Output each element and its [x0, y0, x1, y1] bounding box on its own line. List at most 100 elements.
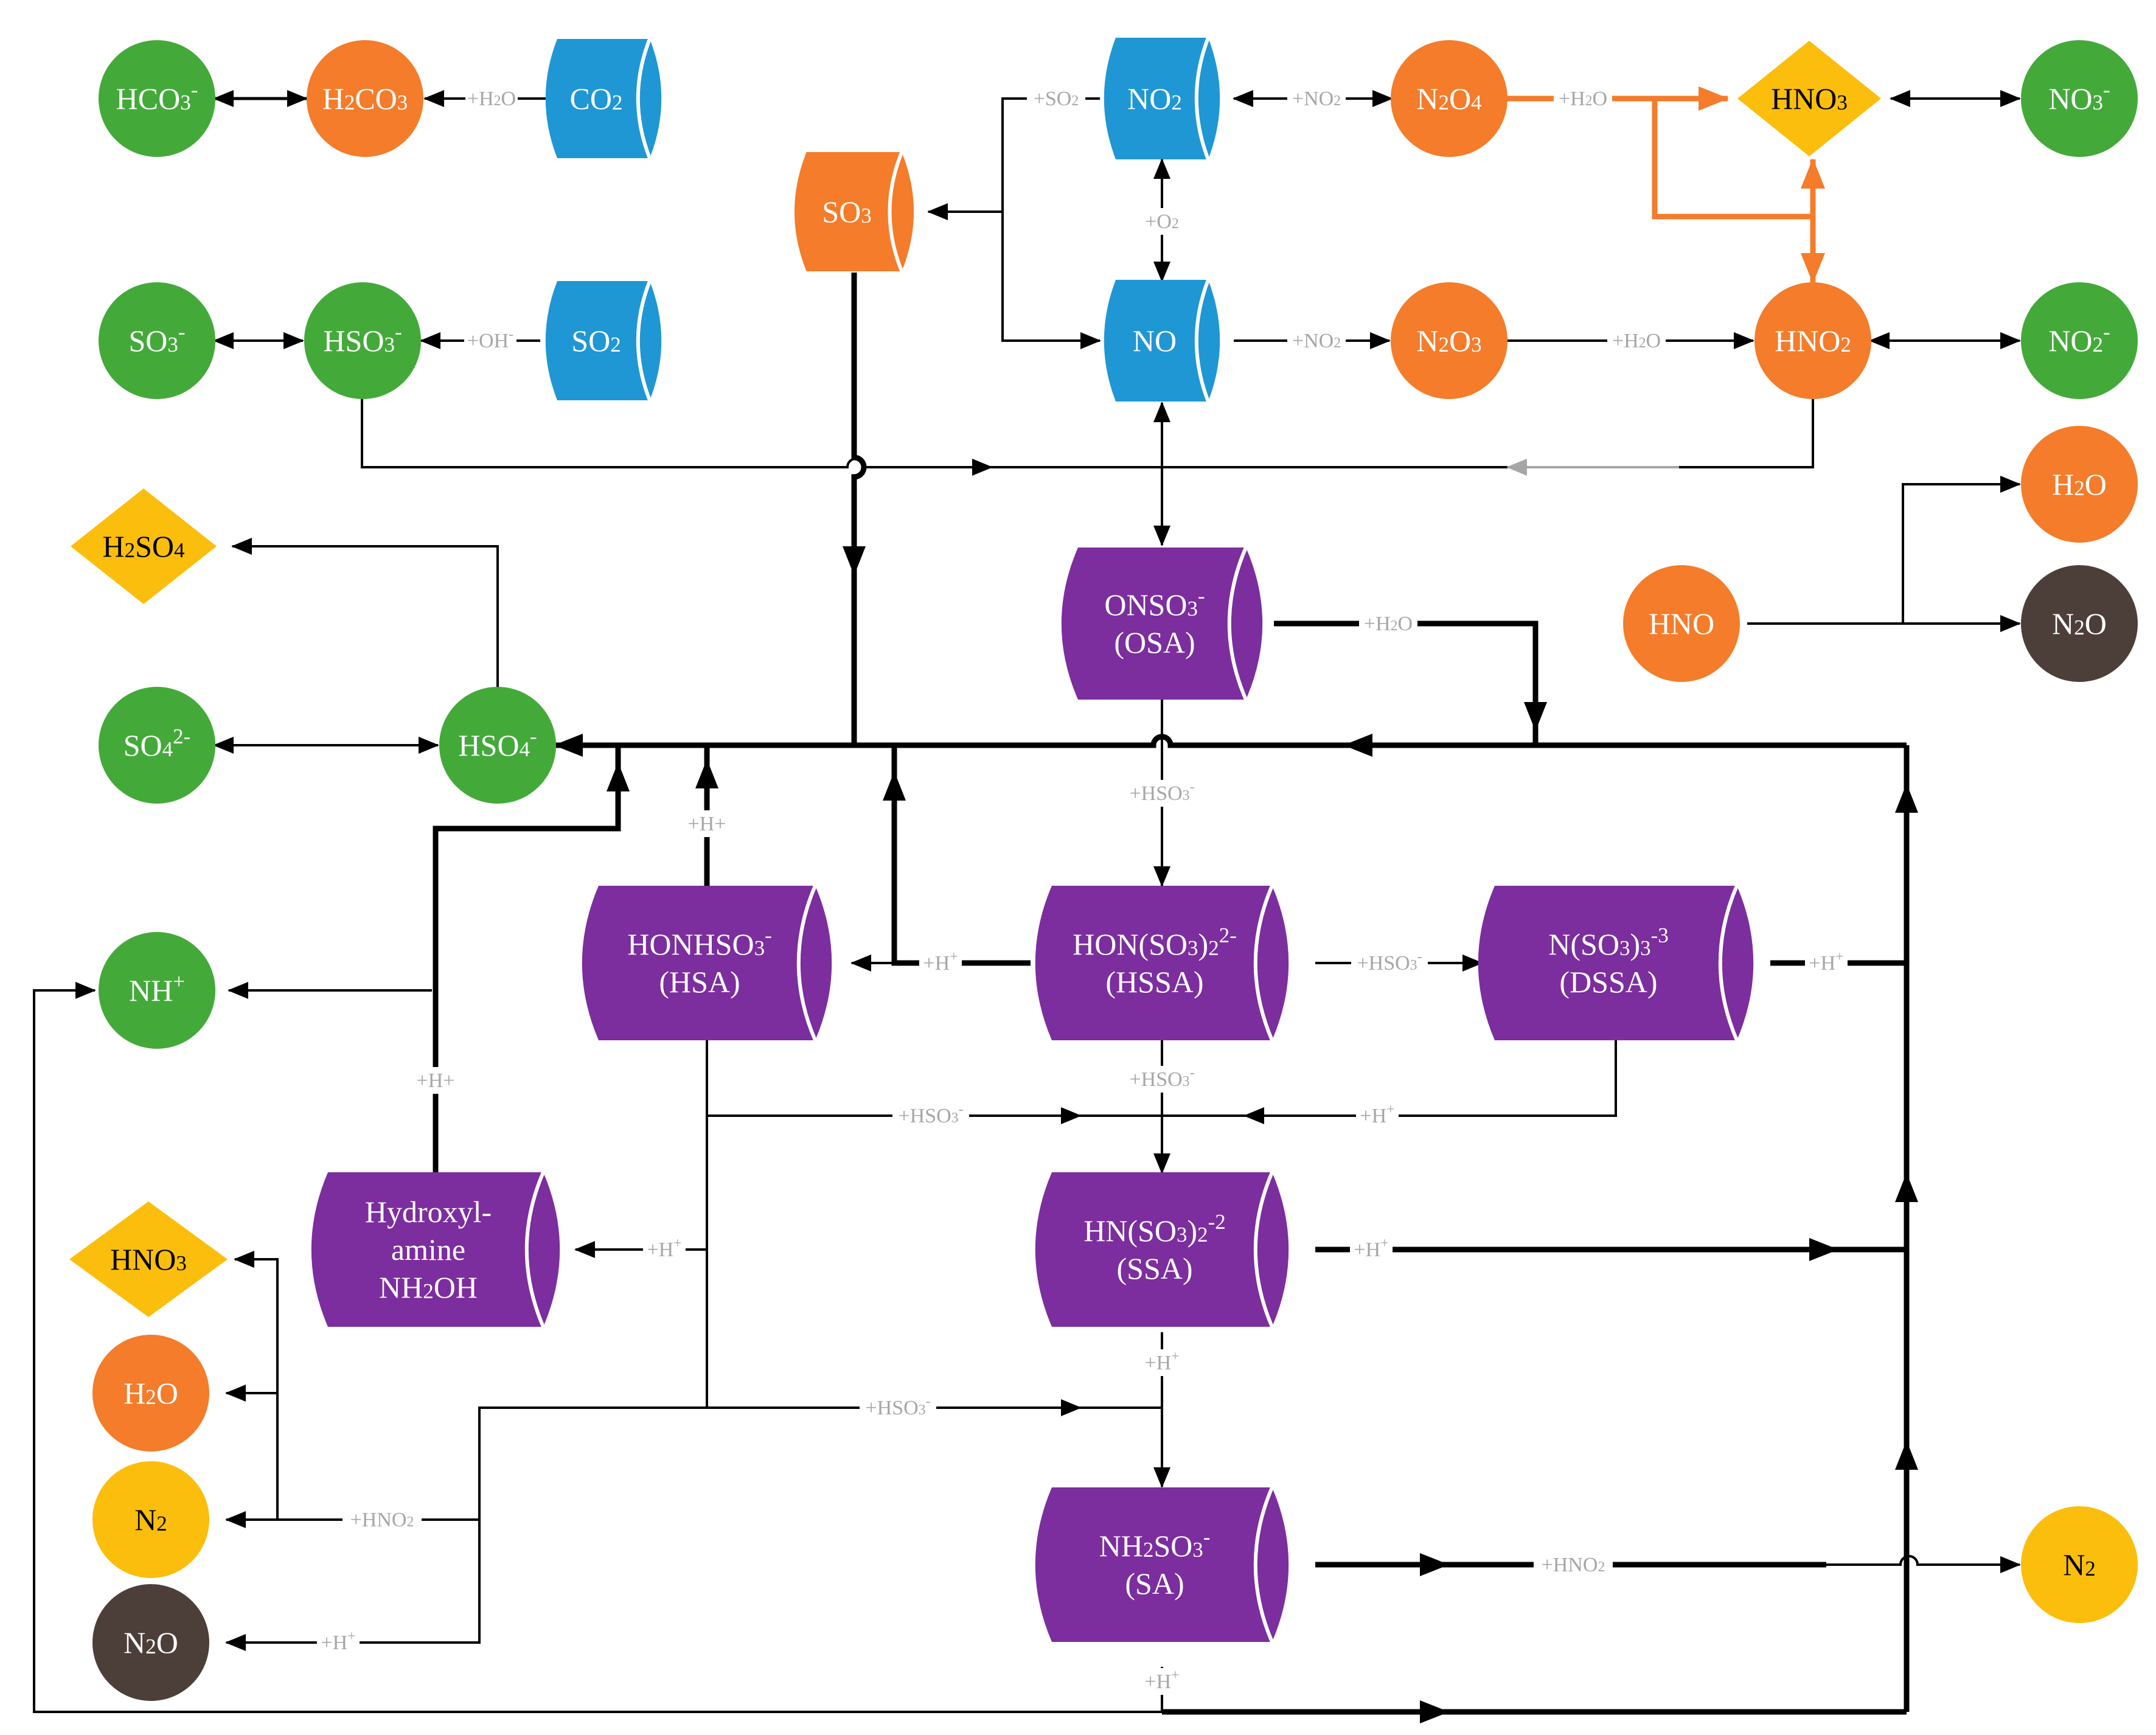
cylinder-edge [1194, 37, 1210, 161]
edge-so3-bus [843, 273, 867, 575]
node-nh: NH+ [99, 932, 215, 1049]
node-shape [2021, 426, 2138, 543]
reaction-label-oh: +OH- [464, 327, 516, 354]
node-shape [304, 282, 421, 399]
node-no3: NO3- [2021, 40, 2138, 157]
cylinder-edge [1227, 546, 1248, 701]
node-label: N2 [134, 1503, 167, 1537]
reaction-label-hplus_dssa: +H+ [1805, 949, 1848, 976]
node-label: HNO [1649, 607, 1714, 641]
edge-nh-loop [33, 982, 1163, 1713]
reaction-label-text: +H2O [467, 88, 516, 110]
node-label: SO2 [571, 324, 621, 358]
node-shape [99, 932, 215, 1049]
edge-hno3-left [234, 1251, 279, 1520]
node-shape [1623, 565, 1740, 682]
node-shape [1035, 886, 1289, 1040]
node-shape [1391, 282, 1507, 399]
reaction-label-text: +H2O [1612, 330, 1661, 352]
cylinder-edge [1253, 885, 1274, 1041]
node-no2m: NO2- [2021, 282, 2138, 399]
node-label: (DSSA) [1559, 965, 1657, 999]
node-label: NO3- [2048, 78, 2110, 116]
node-label: HCO3- [116, 78, 198, 116]
node-label: NO [1133, 324, 1177, 358]
node-shape [1754, 282, 1871, 399]
reaction-label-text: +H+ [1144, 1667, 1179, 1693]
edge-dssa-ssa [1243, 1040, 1617, 1124]
node-shape [1104, 280, 1220, 402]
reaction-label-text: +H+ [417, 1069, 455, 1092]
node-label: SO3 [822, 195, 871, 229]
reaction-label-text: +HSO3- [1129, 1065, 1194, 1091]
node-h2co3: H2CO3 [307, 40, 423, 157]
edge-osa-hno [1274, 621, 1539, 745]
reaction-label-text: +HSO3- [865, 1394, 930, 1419]
reaction-labels: +H2O+SO2+NO2+H2O+O2+OH-+NO2+H2O+H2O+HSO3… [317, 85, 1848, 1695]
node-label: CO2 [570, 82, 623, 116]
reaction-label-text: +NO2 [1292, 330, 1341, 352]
node-label: (SSA) [1116, 1251, 1192, 1285]
reaction-label-h2o_n2o4: +H2O [1554, 85, 1612, 112]
reaction-label-so2_no2: +SO2 [1027, 85, 1085, 112]
node-label: NH2OH [379, 1270, 478, 1304]
node-label: N2O4 [1416, 82, 1481, 116]
node-hno3_l: HNO3 [69, 1201, 228, 1317]
reaction-label-text: +H+ [923, 949, 958, 975]
reaction-label-hplus_dssa_ssa: +H+ [1356, 1102, 1399, 1129]
node-shape [1391, 40, 1507, 157]
cylinder-edge [524, 1171, 545, 1328]
main-flow-connectors [433, 273, 1918, 1723]
node-label: H2O [123, 1376, 178, 1410]
node-shape [545, 39, 662, 158]
node-label: SO3- [128, 320, 185, 358]
reaction-label-h2o_n2o3: +H2O [1607, 327, 1666, 354]
edge-hno2-down [1679, 399, 1814, 468]
edge-h2o-products [1902, 476, 2021, 624]
node-ssa: HN(SO3)2-2(SSA) [1035, 1171, 1289, 1328]
reaction-label-text: +NO2 [1292, 88, 1341, 110]
node-shape [2021, 40, 2138, 157]
reaction-label-text: +O2 [1145, 210, 1179, 233]
node-shape [1035, 1172, 1289, 1327]
reaction-label-hno2_right: +HNO2 [1534, 1551, 1613, 1578]
node-label: N2O3 [1416, 324, 1481, 358]
node-h2o_r: H2O [2021, 426, 2138, 543]
edge-hssa-hsa [891, 745, 1031, 966]
node-label: N(SO3)3-3 [1548, 923, 1669, 961]
reaction-label-no2_n2o4: +NO2 [1287, 85, 1346, 112]
edge-orange-branch [1652, 99, 1813, 220]
node-n2o3: N2O3 [1391, 282, 1507, 399]
reaction-label-hno2_left: +HNO2 [343, 1506, 422, 1533]
edge-n2o-left [225, 1520, 481, 1651]
cylinder-edge [1253, 1486, 1274, 1643]
cylinder-edge [1194, 279, 1210, 403]
node-shape [2021, 565, 2138, 682]
edge-sa-n2-right [1826, 1555, 2021, 1573]
node-shape [99, 282, 215, 399]
node-shape [92, 1584, 209, 1701]
node-shape [307, 40, 423, 157]
cylinder-edge [1718, 885, 1739, 1041]
reaction-label-hplus_nh2oh: +H+ [643, 1236, 686, 1263]
node-shape [71, 489, 217, 604]
edge-low-hso3 [478, 1399, 1082, 1520]
reaction-label-hso3_low: +HSO3- [860, 1394, 936, 1421]
node-so2: SO2 [545, 280, 662, 402]
node-osa: ONSO3-(OSA) [1061, 546, 1263, 701]
node-h2o_l: H2O [92, 1335, 209, 1452]
reaction-label-hplus_nh: +H+ [411, 1067, 460, 1094]
reaction-label-o2: +O2 [1138, 208, 1186, 235]
node-so4: SO42- [99, 687, 215, 804]
reaction-label-text: +HNO2 [1542, 1554, 1605, 1576]
node-h2so4: H2SO4 [71, 489, 217, 604]
node-label: HSO3- [323, 320, 402, 358]
node-hso4: HSO4- [439, 687, 556, 804]
node-shape [2021, 282, 2138, 399]
node-label: ONSO3- [1104, 584, 1205, 622]
reaction-label-h2o_co2: +H2O [465, 85, 518, 112]
node-label: NH+ [129, 970, 185, 1007]
reaction-label-text: +SO2 [1034, 88, 1079, 110]
